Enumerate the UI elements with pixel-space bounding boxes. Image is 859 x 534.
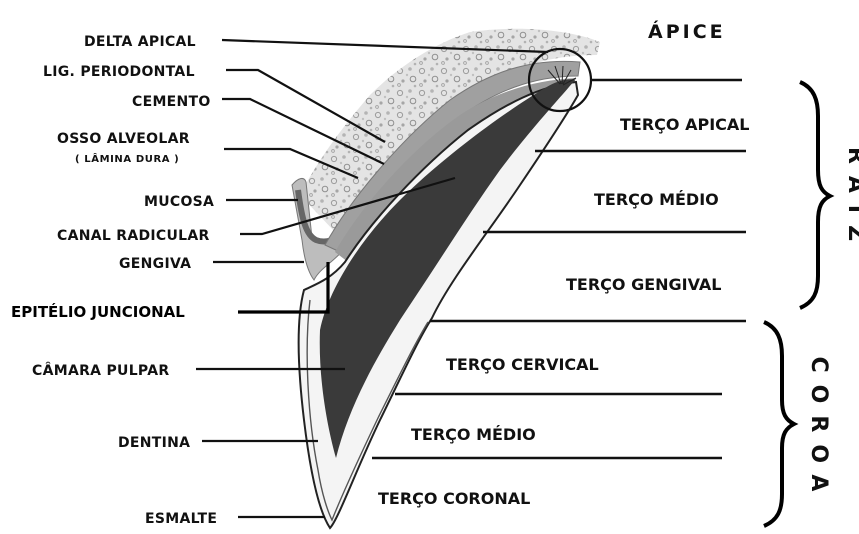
crown-bracket <box>764 322 794 526</box>
svg-text:GENGIVA: GENGIVA <box>119 256 191 272</box>
svg-text:CÂMARA PULPAR: CÂMARA PULPAR <box>32 362 169 379</box>
svg-text:OSSO ALVEOLAR: OSSO ALVEOLAR <box>57 131 190 147</box>
root-bracket <box>800 82 830 308</box>
root-third-gengival: TERÇO GENGIVAL <box>566 275 722 294</box>
svg-text:ESMALTE: ESMALTE <box>145 511 217 527</box>
svg-text:DELTA APICAL: DELTA APICAL <box>84 34 196 50</box>
crown-zones: TERÇO CERVICAL TERÇO MÉDIO TERÇO CORONAL <box>372 355 722 508</box>
crown-third-coronal: TERÇO CORONAL <box>378 489 530 508</box>
crown-third-medio: TERÇO MÉDIO <box>411 425 536 444</box>
root-third-apical: TERÇO APICAL <box>620 115 749 134</box>
label-coroa: COROA <box>806 357 831 504</box>
label-osso-alveolar: OSSO ALVEOLAR ( LÂMINA DURA ) <box>57 131 358 178</box>
label-camara-pulpar: CÂMARA PULPAR <box>32 362 345 379</box>
svg-text:RAIZ: RAIZ <box>843 147 859 253</box>
label-apice: ÁPICE <box>648 20 726 43</box>
label-esmalte: ESMALTE <box>145 511 325 527</box>
svg-text:EPITÉLIO JUNCIONAL: EPITÉLIO JUNCIONAL <box>11 302 185 321</box>
svg-text:CANAL RADICULAR: CANAL RADICULAR <box>57 228 210 244</box>
svg-text:( LÂMINA DURA ): ( LÂMINA DURA ) <box>75 152 179 165</box>
label-mucosa: MUCOSA <box>144 194 298 210</box>
root-third-medio: TERÇO MÉDIO <box>594 190 719 209</box>
label-raiz: RAIZ <box>843 147 859 253</box>
label-dentina: DENTINA <box>118 435 318 451</box>
svg-text:LIG. PERIODONTAL: LIG. PERIODONTAL <box>43 64 195 80</box>
svg-text:MUCOSA: MUCOSA <box>144 194 214 210</box>
crown-third-cervical: TERÇO CERVICAL <box>446 355 599 374</box>
svg-text:DENTINA: DENTINA <box>118 435 190 451</box>
svg-text:CEMENTO: CEMENTO <box>132 94 211 110</box>
svg-text:COROA: COROA <box>806 357 831 504</box>
label-gengiva: GENGIVA <box>119 256 304 272</box>
